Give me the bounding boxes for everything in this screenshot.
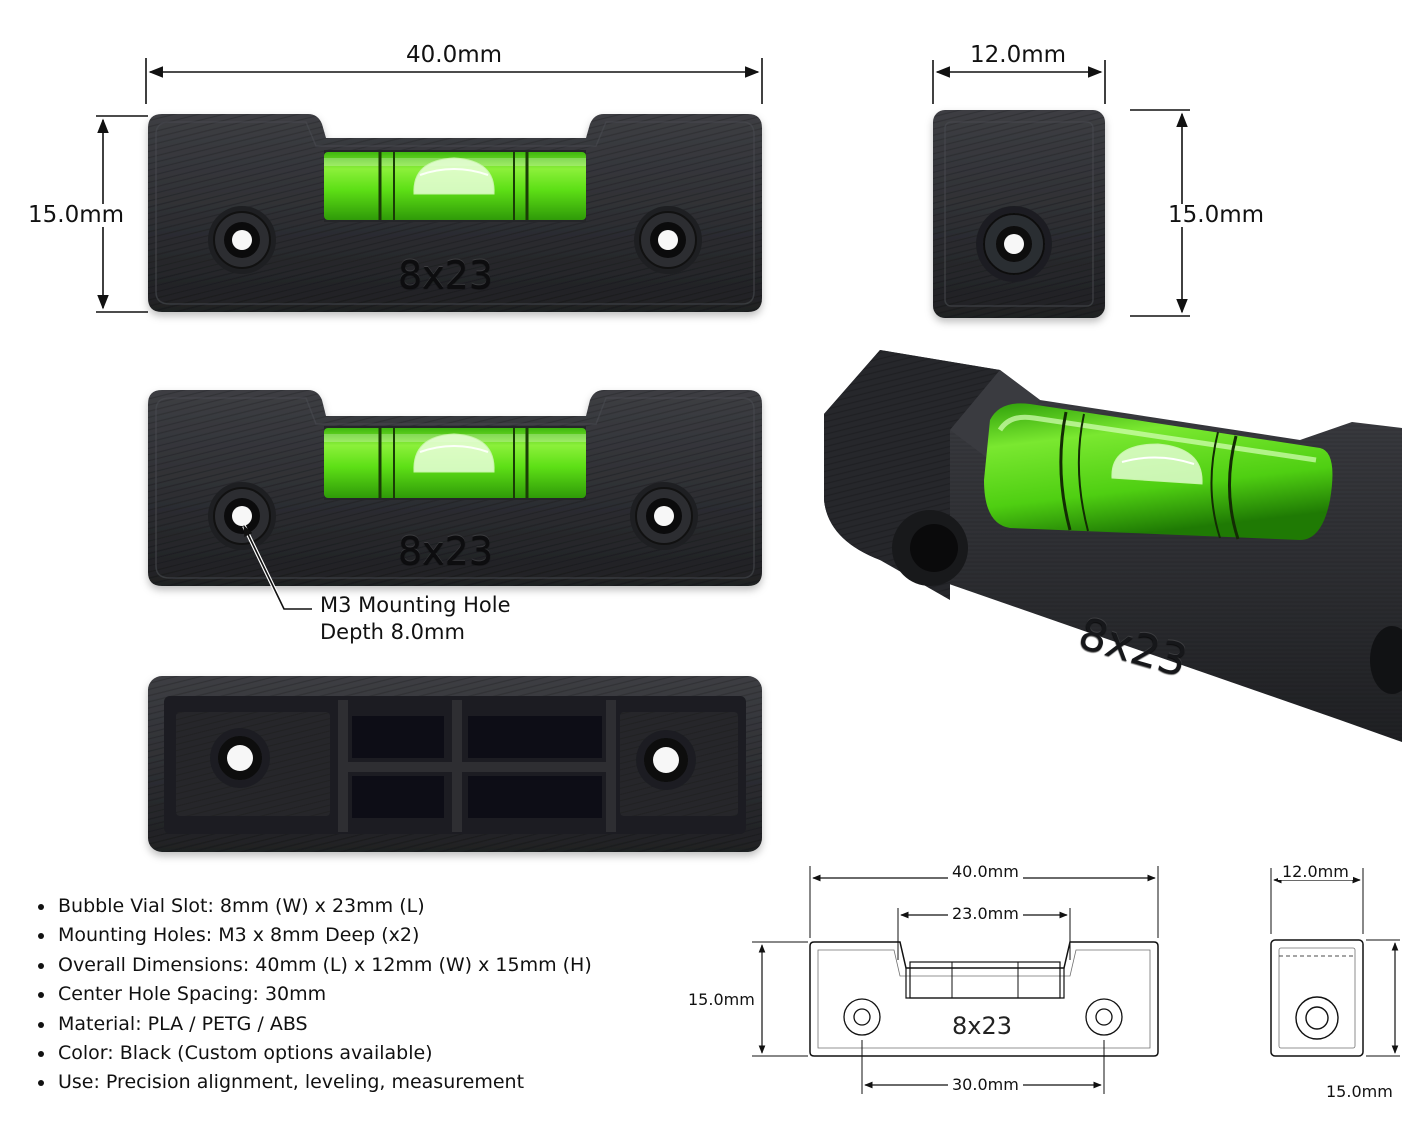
level-perspective-view (824, 350, 1402, 742)
dim-side-height-label: 15.0mm (1164, 204, 1269, 227)
spec-item: Use: Precision alignment, leveling, meas… (56, 1068, 676, 1097)
spec-item: Color: Black (Custom options available) (56, 1039, 676, 1068)
dimension-lines (96, 58, 1190, 317)
callout-line-2: Depth 8.0mm (320, 620, 465, 644)
spec-item: Mounting Holes: M3 x 8mm Deep (x2) (56, 921, 676, 950)
spec-list: Bubble Vial Slot: 8mm (W) x 23mm (L) Mou… (28, 892, 676, 1098)
drawing-height-label: 15.0mm (688, 990, 755, 1009)
mounting-hole-left-2 (208, 482, 276, 550)
mounting-hole-right-2 (630, 482, 698, 550)
technical-drawing-front (752, 866, 1159, 1094)
callout-leader (242, 524, 312, 611)
mounting-hole-right-1 (634, 206, 702, 274)
spec-item: Material: PLA / PETG / ABS (56, 1010, 676, 1039)
mounting-hole-callout: M3 Mounting Hole Depth 8.0mm (320, 592, 511, 646)
engraving-label-2: 8x23 (398, 529, 494, 573)
level-bottom-view (148, 676, 762, 852)
spec-item: Bubble Vial Slot: 8mm (W) x 23mm (L) (56, 892, 676, 921)
bubble-vial-1 (324, 150, 586, 222)
level-side-view (933, 110, 1105, 318)
dim-height-label: 15.0mm (24, 204, 129, 227)
drawing-side-height-label: 15.0mm (1326, 1082, 1393, 1101)
spec-item: Center Hole Spacing: 30mm (56, 980, 676, 1009)
drawing-slot-length-label: 23.0mm (948, 906, 1023, 922)
engraving-label-1: 8x23 (398, 253, 494, 297)
mounting-hole-left-1 (208, 206, 276, 274)
dim-length-label: 40.0mm (402, 44, 507, 67)
spec-item: Overall Dimensions: 40mm (L) x 12mm (W) … (56, 951, 676, 980)
drawing-engraving-label: 8x23 (952, 1012, 1013, 1040)
dim-width-label: 12.0mm (966, 44, 1071, 67)
bubble-vial-2 (324, 426, 586, 500)
drawing-side-width-label: 12.0mm (1278, 864, 1353, 880)
technical-drawing-side (1270, 868, 1400, 1057)
drawing-hole-spacing-label: 30.0mm (948, 1077, 1023, 1093)
callout-line-1: M3 Mounting Hole (320, 593, 511, 617)
drawing-length-label: 40.0mm (948, 864, 1023, 880)
